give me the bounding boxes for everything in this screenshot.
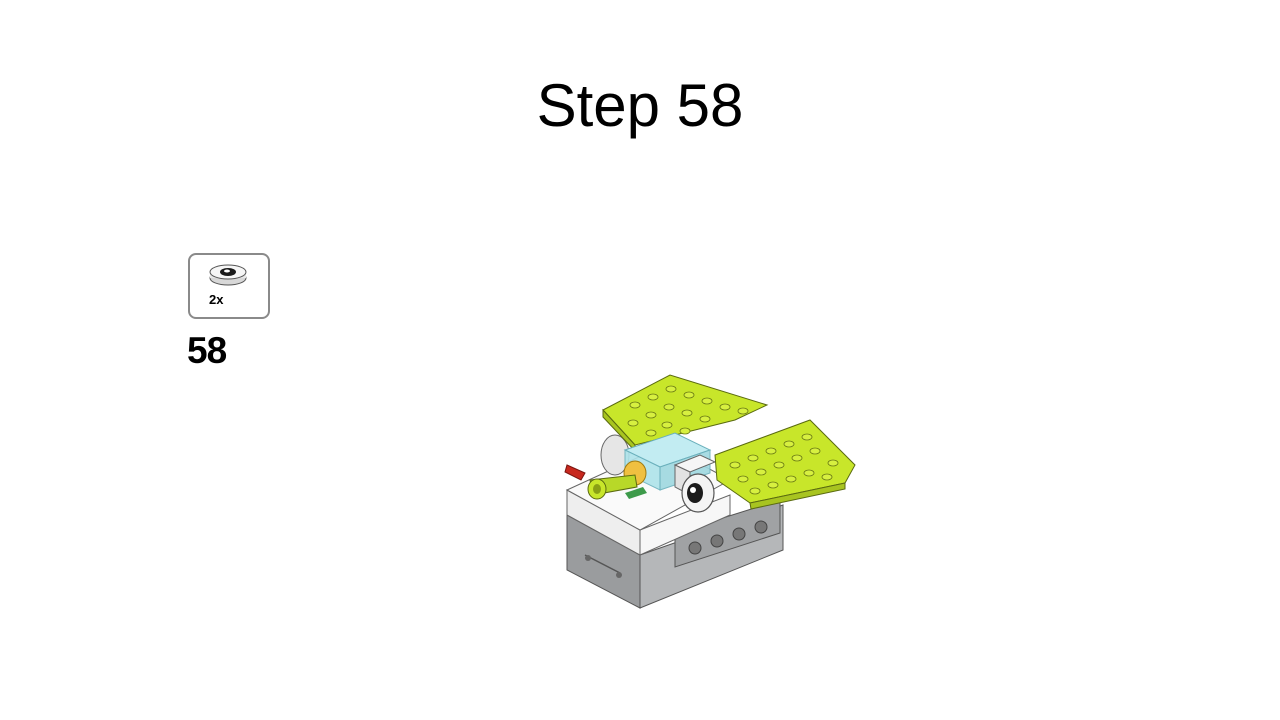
parts-callout-box: 2x — [188, 253, 270, 319]
page-title: Step 58 — [536, 72, 744, 139]
lego-model-illustration — [564, 374, 856, 609]
part-quantity: 2x — [209, 292, 224, 307]
round-tile-with-eye-icon — [209, 264, 247, 286]
step-number: 58 — [187, 330, 227, 371]
